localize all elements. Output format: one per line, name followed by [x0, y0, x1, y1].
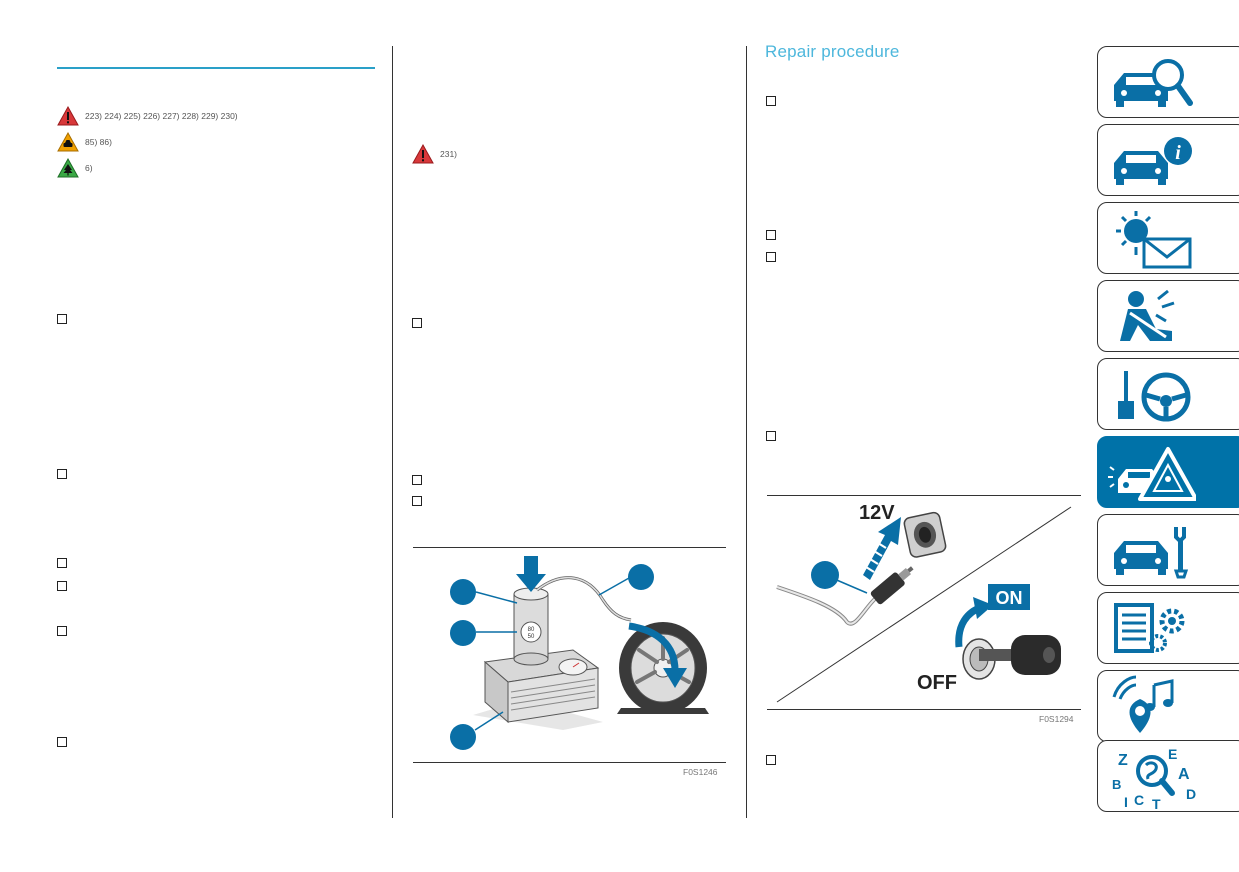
on-label: ON: [996, 588, 1023, 608]
svg-text:80: 80: [528, 627, 535, 633]
figure-bottom-rule: [413, 762, 726, 763]
figure-top-rule: [767, 495, 1081, 496]
warning-refs: 231): [440, 149, 458, 159]
list-bullet: [766, 431, 776, 441]
tab-emergency[interactable]: [1097, 436, 1239, 508]
list-bullet: [57, 314, 67, 324]
list-bullet: [412, 318, 422, 328]
tab-car-search[interactable]: [1097, 46, 1239, 118]
list-bullet: [766, 230, 776, 240]
danger-triangle-icon: [412, 144, 434, 164]
svg-text:T: T: [1152, 796, 1161, 809]
alphabetical-index-icon: Z E A B D I C T: [1112, 746, 1196, 809]
warning-light-message-icon: [1116, 211, 1192, 269]
svg-text:50: 50: [528, 634, 535, 640]
list-bullet: [57, 581, 67, 591]
svg-text:D: D: [1186, 786, 1196, 802]
tab-index[interactable]: Z E A B D I C T: [1097, 740, 1239, 812]
technical-data-icon: [1114, 603, 1185, 653]
car-search-icon: [1114, 59, 1193, 107]
figure-code: F0S1246: [683, 767, 718, 777]
list-bullet: [412, 475, 422, 485]
warning-row: 231): [412, 144, 457, 164]
list-bullet: [412, 496, 422, 506]
list-bullet: [57, 469, 67, 479]
environment-tree-icon: [57, 158, 79, 178]
figure-top-rule: [413, 547, 726, 548]
tab-multimedia[interactable]: [1097, 670, 1239, 742]
tab-technical-data[interactable]: [1097, 592, 1239, 664]
warning-row: 6): [57, 158, 93, 178]
warning-row: 85) 86): [57, 132, 112, 152]
svg-text:E: E: [1168, 746, 1177, 762]
tab-maintenance[interactable]: [1097, 514, 1239, 586]
section-rule: [57, 67, 375, 69]
danger-triangle-icon: [57, 106, 79, 126]
warning-refs: 6): [85, 163, 93, 173]
column-divider-1: [392, 46, 393, 818]
svg-text:Z: Z: [1118, 752, 1128, 769]
key-steering-wheel-icon: [1118, 371, 1191, 422]
svg-text:i: i: [1175, 142, 1181, 164]
list-bullet: [766, 96, 776, 106]
svg-text:I: I: [1124, 794, 1128, 809]
warning-refs: 223) 224) 225) 226) 227) 228) 229) 230): [85, 111, 238, 121]
svg-text:A: A: [1178, 766, 1190, 783]
figure-code: F0S1294: [1039, 714, 1074, 724]
tab-safety[interactable]: [1097, 280, 1239, 352]
multimedia-icon: [1112, 675, 1174, 733]
voltage-label: 12V: [859, 502, 895, 524]
power-socket-ignition-figure: 12V ON OFF: [767, 497, 1081, 709]
list-bullet: [766, 755, 776, 765]
tab-starting-driving[interactable]: [1097, 358, 1239, 430]
svg-text:C: C: [1134, 792, 1144, 808]
column-divider-2: [746, 46, 747, 818]
tab-warning-lights[interactable]: [1097, 202, 1239, 274]
warning-row: 223) 224) 225) 226) 227) 228) 229) 230): [57, 106, 238, 126]
tab-car-info[interactable]: i: [1097, 124, 1239, 196]
tyre-repair-kit-figure: 80 50: [413, 550, 726, 760]
list-bullet: [57, 558, 67, 568]
section-heading: Repair procedure: [765, 42, 900, 61]
svg-text:B: B: [1112, 777, 1121, 792]
warning-refs: 85) 86): [85, 137, 112, 147]
car-emergency-icon: [1108, 447, 1196, 501]
car-caution-icon: [57, 132, 79, 152]
list-bullet: [766, 252, 776, 262]
off-label: OFF: [917, 672, 957, 694]
car-maintenance-icon: [1114, 527, 1189, 579]
figure-bottom-rule: [767, 709, 1081, 710]
list-bullet: [57, 737, 67, 747]
list-bullet: [57, 626, 67, 636]
car-info-icon: i: [1114, 137, 1192, 185]
airbag-seat-icon: [1120, 289, 1175, 341]
